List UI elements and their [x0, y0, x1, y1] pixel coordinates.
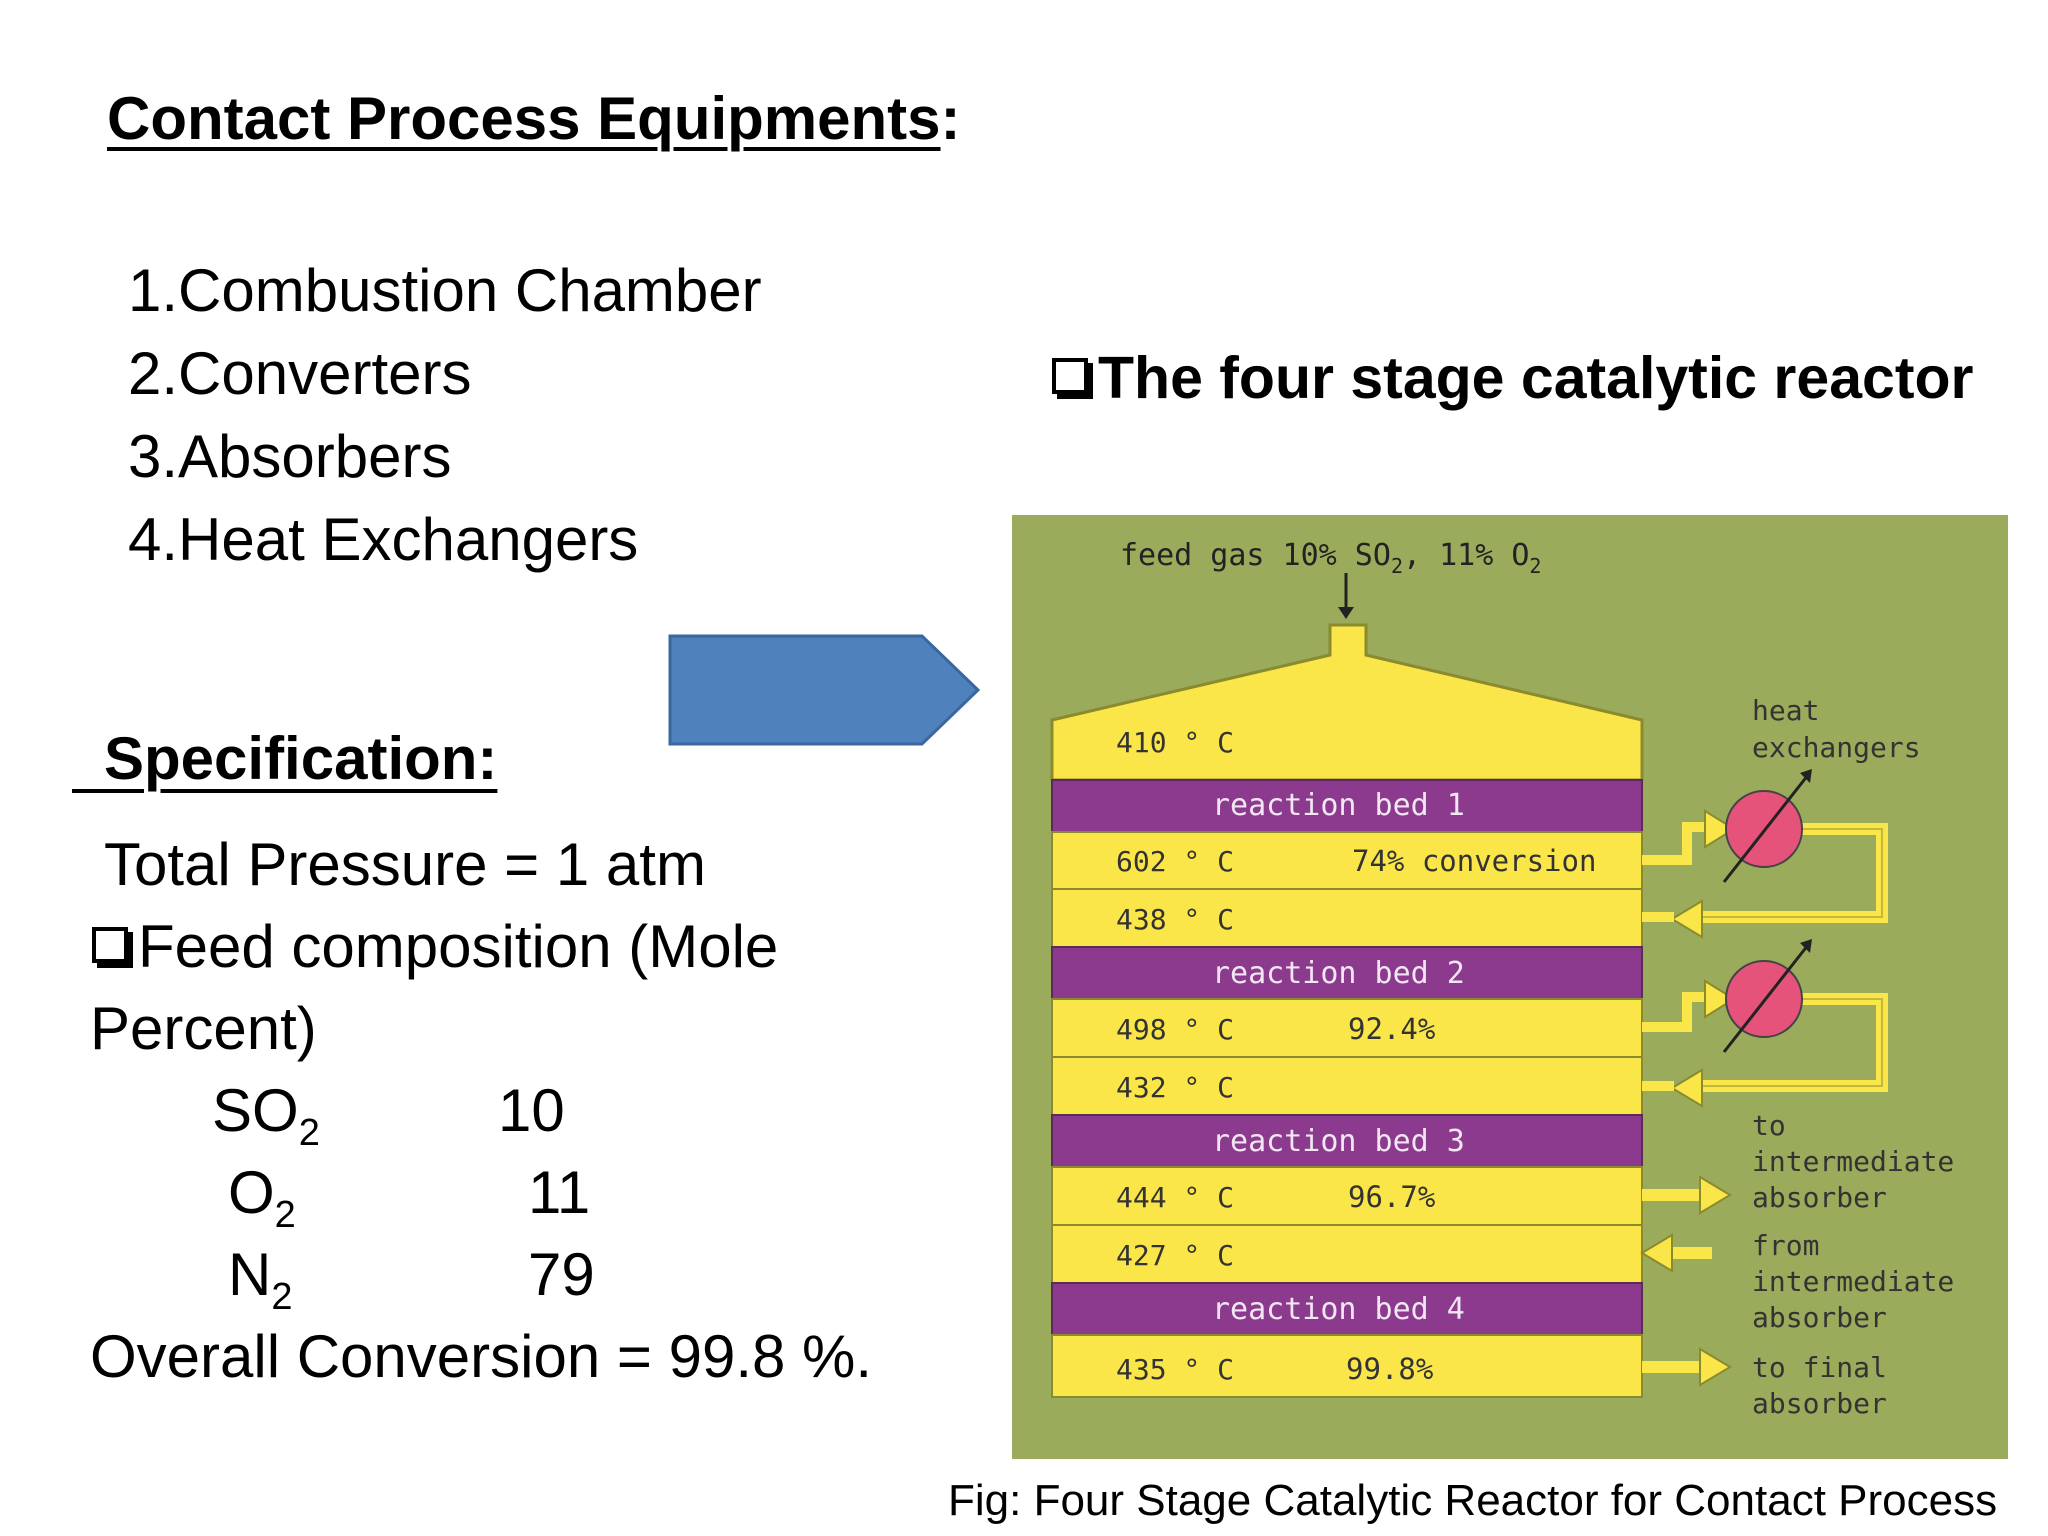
feed-composition-text: Feed composition (Mole [138, 913, 779, 980]
arrow-right-icon [1704, 979, 1736, 1019]
temp-432: 432 ° C [1116, 1071, 1234, 1104]
equipment-item-3: 3.Absorbers [128, 423, 452, 490]
arrow-right-icon [1699, 1347, 1732, 1387]
conversion-1: 74% conversion [1352, 844, 1596, 878]
bed-label-2: reaction bed 2 [1212, 956, 1465, 991]
reactor-heading: The four stage catalytic reactor [1052, 344, 1973, 412]
component-o2: O2 [228, 1159, 296, 1236]
specification-title-text: Specification: [104, 725, 498, 792]
heat-exchangers-label-2: exchangers [1752, 731, 1921, 764]
temp-427: 427 ° C [1116, 1239, 1234, 1272]
specification-title: Specification: [72, 724, 497, 793]
reactor-heading-text: The four stage catalytic reactor [1098, 345, 1974, 411]
checkbox-bullet-icon [1052, 358, 1088, 394]
page-title-colon: : [940, 85, 961, 152]
to-intermediate-2: intermediate [1752, 1145, 1954, 1178]
to-intermediate-3: absorber [1752, 1181, 1887, 1214]
temp-602: 602 ° C [1116, 845, 1234, 878]
reaction-bed-3 [1051, 1114, 1643, 1168]
feed-gas-label: feed gas 10% SO2, 11% O2 [1120, 538, 1541, 578]
figure-caption: Fig: Four Stage Catalytic Reactor for Co… [948, 1476, 1998, 1525]
temp-435: 435 ° C [1116, 1353, 1234, 1386]
feed-composition-cont: Percent) [90, 995, 317, 1062]
reaction-bed-2 [1051, 946, 1643, 1000]
conversion-3: 96.7% [1348, 1180, 1435, 1214]
to-final-2: absorber [1752, 1387, 1887, 1420]
overall-conversion: Overall Conversion = 99.8 %. [90, 1323, 873, 1390]
right-arrow-icon [668, 634, 981, 746]
conversion-2: 92.4% [1348, 1012, 1435, 1046]
arrow-right-icon [1704, 809, 1736, 849]
component-o2-value: 11 [528, 1159, 591, 1226]
temp-410: 410 ° C [1116, 726, 1234, 759]
component-n2-value: 79 [528, 1241, 595, 1308]
to-final-1: to final [1752, 1351, 1887, 1384]
temp-498: 498 ° C [1116, 1013, 1234, 1046]
checkbox-bullet-icon [92, 927, 128, 963]
bed-label-3: reaction bed 3 [1212, 1124, 1465, 1159]
bed-label-4: reaction bed 4 [1212, 1292, 1465, 1327]
heat-exchangers-label-1: heat [1752, 694, 1819, 727]
arrow-left-icon [1640, 1233, 1673, 1273]
conversion-4: 99.8% [1346, 1352, 1433, 1386]
equipment-item-2: 2.Converters [128, 340, 472, 407]
temp-444: 444 ° C [1116, 1181, 1234, 1214]
component-so2: SO2 [212, 1077, 320, 1154]
from-intermediate-1: from [1752, 1229, 1819, 1262]
feed-composition: Feed composition (Mole [92, 912, 778, 981]
temp-438: 438 ° C [1116, 903, 1234, 936]
reaction-bed-4 [1051, 1282, 1643, 1336]
bed-label-1: reaction bed 1 [1212, 788, 1465, 823]
equipment-item-4: 4.Heat Exchangers [128, 506, 639, 573]
page-title: Contact Process Equipments: [107, 84, 961, 153]
from-intermediate-3: absorber [1752, 1301, 1887, 1334]
to-intermediate-1: to [1752, 1109, 1786, 1142]
arrow-right-icon [1699, 1175, 1732, 1215]
from-intermediate-2: intermediate [1752, 1265, 1954, 1298]
arrow-left-icon [1670, 899, 1703, 939]
arrow-left-icon [1670, 1068, 1703, 1108]
component-n2: N2 [228, 1241, 293, 1318]
reactor-diagram: feed gas 10% SO2, 11% O2 410 ° C 602 ° C… [1012, 515, 2008, 1459]
page-title-text: Contact Process Equipments [107, 85, 941, 152]
total-pressure: Total Pressure = 1 atm [104, 831, 706, 898]
equipment-item-1: 1.Combustion Chamber [128, 257, 762, 324]
component-so2-value: 10 [498, 1077, 565, 1144]
feed-arrow-icon [1338, 607, 1354, 619]
